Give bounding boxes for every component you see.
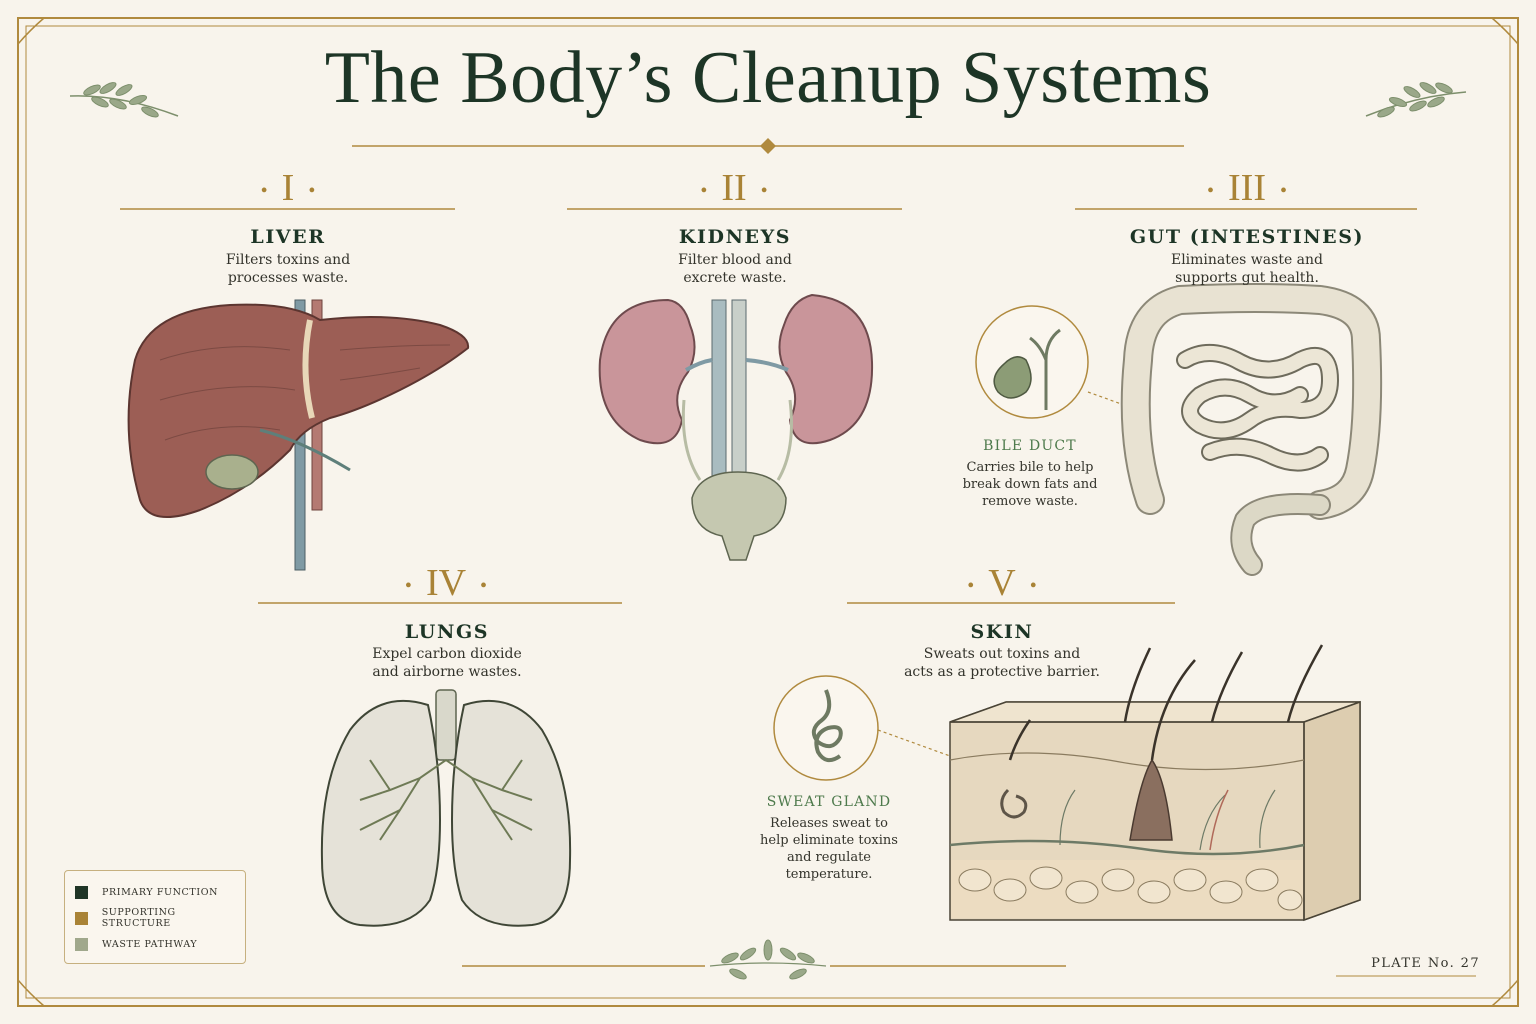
plate-number: PLATE No. 27 xyxy=(1371,956,1480,971)
legend-label: WASTE PATHWAY xyxy=(102,938,198,950)
organ-name-lungs: LUNGS xyxy=(404,621,490,643)
legend-item-supporting-structure: SUPPORTING STRUCTURE xyxy=(75,907,245,929)
organ-name-skin: SKIN xyxy=(970,621,1034,643)
numeral-text: I xyxy=(281,167,295,209)
page-title: The Body’s Cleanup Systems xyxy=(324,37,1212,119)
lungs-illustration xyxy=(320,689,572,927)
numeral-dot: • xyxy=(404,574,412,597)
numeral-dot: • xyxy=(760,179,768,202)
callout-desc-bile-duct: Carries bile to help break down fats and… xyxy=(930,459,1130,510)
gut-illustration xyxy=(1120,283,1383,576)
legend-item-waste-pathway: WASTE PATHWAY xyxy=(75,936,197,952)
numeral-dot: • xyxy=(480,574,488,597)
legend: PRIMARY FUNCTION SUPPORTING STRUCTURE WA… xyxy=(64,870,246,964)
organ-desc-skin: Sweats out toxins and acts as a protecti… xyxy=(842,645,1162,681)
numeral-dot: • xyxy=(1029,574,1037,597)
leaf-sprig-icon xyxy=(69,82,179,118)
desc-line: excrete waste. xyxy=(683,270,787,286)
desc-line: and airborne wastes. xyxy=(372,664,522,680)
callout-line: help eliminate toxins xyxy=(760,833,898,848)
desc-line: processes waste. xyxy=(227,270,349,286)
leaf-sprig-icon xyxy=(1365,82,1467,118)
organ-name-liver: LIVER xyxy=(250,226,326,248)
numeral-dot: • xyxy=(308,179,316,202)
numeral-text: II xyxy=(721,167,747,209)
desc-line: acts as a protective barrier. xyxy=(904,664,1100,680)
sweat-gland-callout-illustration xyxy=(773,675,951,781)
section-rules xyxy=(120,208,1417,604)
legend-label: SUPPORTING STRUCTURE xyxy=(101,907,176,929)
legend-swatch xyxy=(75,911,88,925)
numeral-dot: • xyxy=(1207,179,1215,202)
section-numeral-iii: • III • xyxy=(1147,166,1347,210)
section-numeral-ii: • II • xyxy=(634,166,834,210)
callout-title-sweat-gland: SWEAT GLAND xyxy=(766,794,892,810)
callout-line: break down fats and xyxy=(962,477,1098,492)
ornamental-border xyxy=(17,17,1519,1007)
legend-swatch xyxy=(75,885,88,899)
numeral-text: III xyxy=(1228,167,1266,209)
organ-desc-liver: Filters toxins and processes waste. xyxy=(128,251,448,287)
numeral-dot: • xyxy=(700,179,708,202)
bile-duct-callout-illustration xyxy=(975,305,1139,419)
callout-title-bile-duct: BILE DUCT xyxy=(983,438,1077,454)
numeral-text: V xyxy=(988,562,1016,604)
desc-line: Filters toxins and xyxy=(225,252,351,268)
callout-line: Releases sweat to xyxy=(770,816,888,831)
bottom-divider xyxy=(462,939,1066,980)
kidneys-illustration xyxy=(598,293,874,561)
desc-line: Filter blood and xyxy=(678,252,792,268)
desc-line: Sweats out toxins and xyxy=(923,646,1081,662)
title-divider xyxy=(352,138,1184,154)
organ-name-kidneys: KIDNEYS xyxy=(678,226,792,248)
organ-desc-gut: Eliminates waste and supports gut health… xyxy=(1087,251,1407,287)
skin-illustration xyxy=(949,644,1361,922)
organ-desc-lungs: Expel carbon dioxide and airborne wastes… xyxy=(287,645,607,681)
section-numeral-i: • I • xyxy=(188,166,388,210)
desc-line: supports gut health. xyxy=(1175,270,1319,286)
numeral-dot: • xyxy=(967,574,975,597)
callout-line: temperature. xyxy=(785,867,873,882)
legend-label: PRIMARY FUNCTION xyxy=(102,886,219,898)
section-numeral-iv: • IV • xyxy=(346,561,546,605)
legend-swatch xyxy=(75,937,88,951)
numeral-text: IV xyxy=(425,562,467,604)
callout-line: remove waste. xyxy=(982,494,1078,509)
section-numeral-v: • V • xyxy=(902,561,1102,605)
callout-desc-sweat-gland: Releases sweat to help eliminate toxins … xyxy=(729,815,929,883)
desc-line: Eliminates waste and xyxy=(1170,252,1324,268)
organ-name-gut: GUT (INTESTINES) xyxy=(1129,226,1365,248)
legend-item-primary-function: PRIMARY FUNCTION xyxy=(75,884,218,900)
organ-desc-kidneys: Filter blood and excrete waste. xyxy=(575,251,895,287)
callout-line: and regulate xyxy=(786,850,871,865)
callout-line: Carries bile to help xyxy=(966,460,1094,475)
numeral-dot: • xyxy=(1279,179,1287,202)
desc-line: Expel carbon dioxide xyxy=(372,646,522,662)
liver-illustration xyxy=(127,299,470,571)
numeral-dot: • xyxy=(260,179,268,202)
